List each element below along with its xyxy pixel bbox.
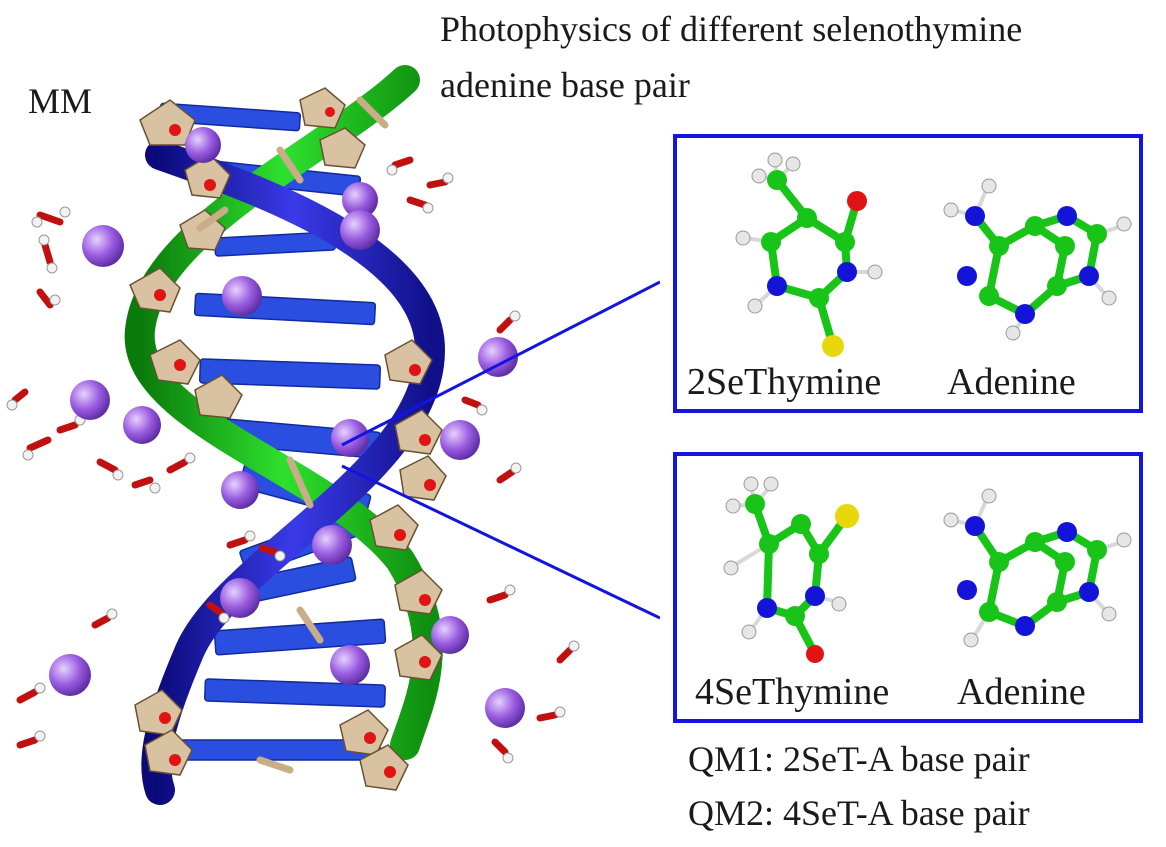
mm-region-label: MM [28, 81, 93, 121]
water-hydrogens [6, 164, 580, 764]
qm2-left-molecule-label: 4SeThymine [695, 671, 890, 713]
figure-title-line-1: Photophysics of different selenothymine [440, 9, 1023, 49]
qm1-legend: QM1: 2SeT-A base pair [688, 739, 1030, 779]
qm2-legend: QM2: 4SeT-A base pair [688, 793, 1030, 833]
qm1-left-molecule-label: 2SeThymine [687, 361, 882, 403]
sugar-rings [129, 87, 447, 791]
selenium-atom [835, 504, 859, 528]
water-molecules [11, 156, 574, 756]
backbone-sticks [196, 96, 389, 774]
figure-title-line-2: adenine base pair [440, 65, 690, 105]
qm1-right-molecule-label: Adenine [947, 361, 1076, 403]
qm1-panel: 2SeThymine Adenine [673, 134, 1143, 413]
counter-ions [49, 127, 525, 728]
adenine-molecule-1 [943, 178, 1132, 341]
selenothymine-4-molecule [723, 476, 859, 663]
adenine-molecule-2 [943, 488, 1132, 648]
qm2-panel: 4SeThymine Adenine [673, 452, 1143, 723]
selenium-atom [822, 335, 844, 357]
selenothymine-2-molecule [735, 152, 883, 357]
qm2-right-molecule-label: Adenine [957, 671, 1086, 713]
dna-helix-illustration [6, 65, 660, 805]
connector-lines [341, 280, 660, 620]
